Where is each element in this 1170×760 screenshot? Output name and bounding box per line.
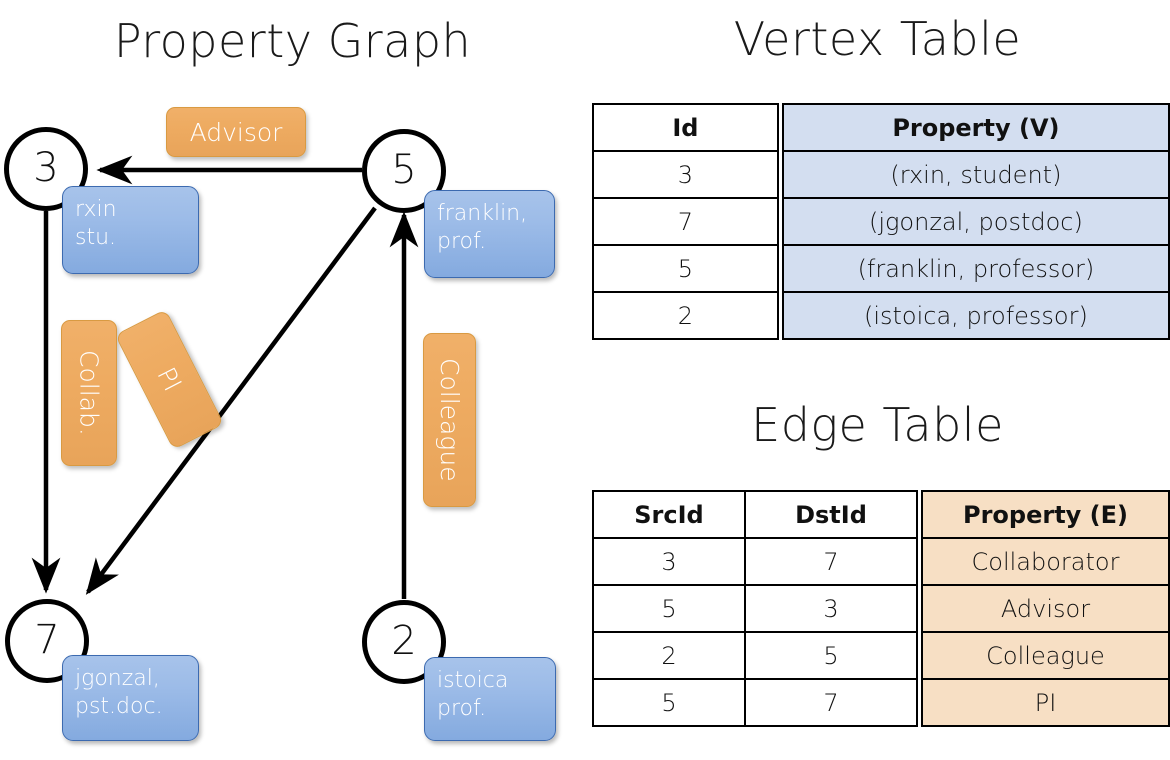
graph-node-5-label: 5 — [391, 147, 417, 193]
table-row: 3 (rxin, student) — [592, 150, 1170, 199]
edge-table-cell-srcid: 5 — [592, 584, 746, 633]
edge-table-cell-property: Colleague — [921, 631, 1170, 680]
table-row: 5 (franklin, professor) — [592, 244, 1170, 293]
edge-label-advisor-text: Advisor — [189, 117, 283, 147]
table-row: 3 7 Collaborator — [592, 537, 1170, 586]
vertex-property-callout-2: istoica prof. — [424, 657, 556, 741]
edge-table-column-gap — [917, 632, 922, 679]
table-row: 2 (istoica, professor) — [592, 291, 1170, 340]
edge-table-cell-dstid: 3 — [744, 584, 918, 633]
edge-table-cell-srcid: 5 — [592, 678, 746, 727]
edge-table-header-srcid: SrcId — [592, 490, 746, 539]
vertex-table-column-gap — [777, 104, 783, 151]
vertex-property-callout-2-line1: istoica — [437, 668, 509, 693]
graph-node-2[interactable]: 2 — [362, 600, 446, 684]
edge-table-cell-srcid: 3 — [592, 537, 746, 586]
vertex-table-header-row: Id Property (V) — [592, 103, 1170, 152]
edge-table-cell-property: Advisor — [921, 584, 1170, 633]
edge-table-cell-dstid: 7 — [744, 678, 918, 727]
edge-table-column-gap — [917, 538, 922, 585]
vertex-property-callout-5-line2: prof. — [437, 229, 487, 255]
vertex-property-callout-3: rxin stu. — [62, 186, 199, 274]
vertex-table-cell-id: 3 — [592, 150, 779, 199]
vertex-table-cell-property: (rxin, student) — [781, 150, 1170, 199]
edge-label-colleague-text: Colleague — [435, 358, 464, 482]
edge-table-column-gap — [917, 585, 922, 632]
edge-label-pi-text: PI — [151, 362, 188, 397]
vertex-property-callout-7: jgonzal, pst.doc. — [62, 655, 199, 741]
vertex-property-callout-5-line1: franklin, — [437, 201, 528, 226]
page-title-property-graph: Property Graph — [113, 14, 472, 68]
table-row: 5 7 PI — [592, 678, 1170, 727]
graph-edge-arrows — [31, 155, 419, 599]
edge-table-header-row: SrcId DstId Property (E) — [592, 490, 1170, 539]
vertex-property-callout-7-line1: jgonzal, — [75, 666, 160, 691]
graph-node-7-label: 7 — [34, 617, 60, 663]
vertex-table: Id Property (V) 3 (rxin, student) 7 (jgo… — [592, 103, 1170, 340]
page-title-edge-table: Edge Table — [751, 398, 1004, 452]
edge-label-collab: Collab. — [61, 320, 117, 466]
vertex-property-callout-7-line2: pst.doc. — [75, 694, 163, 720]
property-graph-diagram: 3 5 7 2 rxin stu. franklin, prof. jgonza… — [4, 107, 556, 741]
table-row: 5 3 Advisor — [592, 584, 1170, 633]
edge-label-collab-text: Collab. — [74, 350, 104, 436]
vertex-table-cell-property: (franklin, professor) — [781, 244, 1170, 293]
edge-table-header-dstid: DstId — [744, 490, 918, 539]
edge-table-column-gap — [917, 491, 922, 538]
graph-node-2-label: 2 — [391, 618, 417, 664]
graph-node-5[interactable]: 5 — [362, 129, 446, 213]
vertex-table-column-gap — [777, 198, 783, 245]
vertex-table-column-gap — [777, 151, 783, 198]
graph-node-3-label: 3 — [33, 145, 59, 191]
vertex-table-header-property: Property (V) — [781, 103, 1170, 152]
vertex-property-callout-3-line2: stu. — [75, 225, 117, 251]
edge-table-cell-property: Collaborator — [921, 537, 1170, 586]
vertex-table-column-gap — [777, 245, 783, 292]
table-row: 2 5 Colleague — [592, 631, 1170, 680]
vertex-table-cell-id: 7 — [592, 197, 779, 246]
edge-label-colleague: Colleague — [423, 333, 476, 507]
vertex-property-callout-2-line2: prof. — [437, 696, 487, 722]
edge-table-header-property: Property (E) — [921, 490, 1170, 539]
edge-table: SrcId DstId Property (E) 3 7 Collaborato… — [592, 490, 1170, 727]
edge-table-cell-srcid: 2 — [592, 631, 746, 680]
edge-table-column-gap — [917, 679, 922, 726]
table-row: 7 (jgonzal, postdoc) — [592, 197, 1170, 246]
edge-label-advisor: Advisor — [166, 107, 306, 157]
vertex-table-cell-id: 2 — [592, 291, 779, 340]
vertex-table-column-gap — [777, 292, 783, 339]
vertex-table-cell-property: (jgonzal, postdoc) — [781, 197, 1170, 246]
vertex-table-cell-property: (istoica, professor) — [781, 291, 1170, 340]
vertex-table-cell-id: 5 — [592, 244, 779, 293]
page-title-vertex-table: Vertex Table — [733, 12, 1022, 66]
edge-table-cell-dstid: 5 — [744, 631, 918, 680]
vertex-table-header-id: Id — [592, 103, 779, 152]
vertex-property-callout-3-line1: rxin — [75, 197, 117, 222]
edge-table-cell-dstid: 7 — [744, 537, 918, 586]
edge-table-cell-property: PI — [921, 678, 1170, 727]
vertex-property-callout-5: franklin, prof. — [424, 190, 555, 278]
edge-arrow-5-to-7 — [85, 206, 377, 595]
